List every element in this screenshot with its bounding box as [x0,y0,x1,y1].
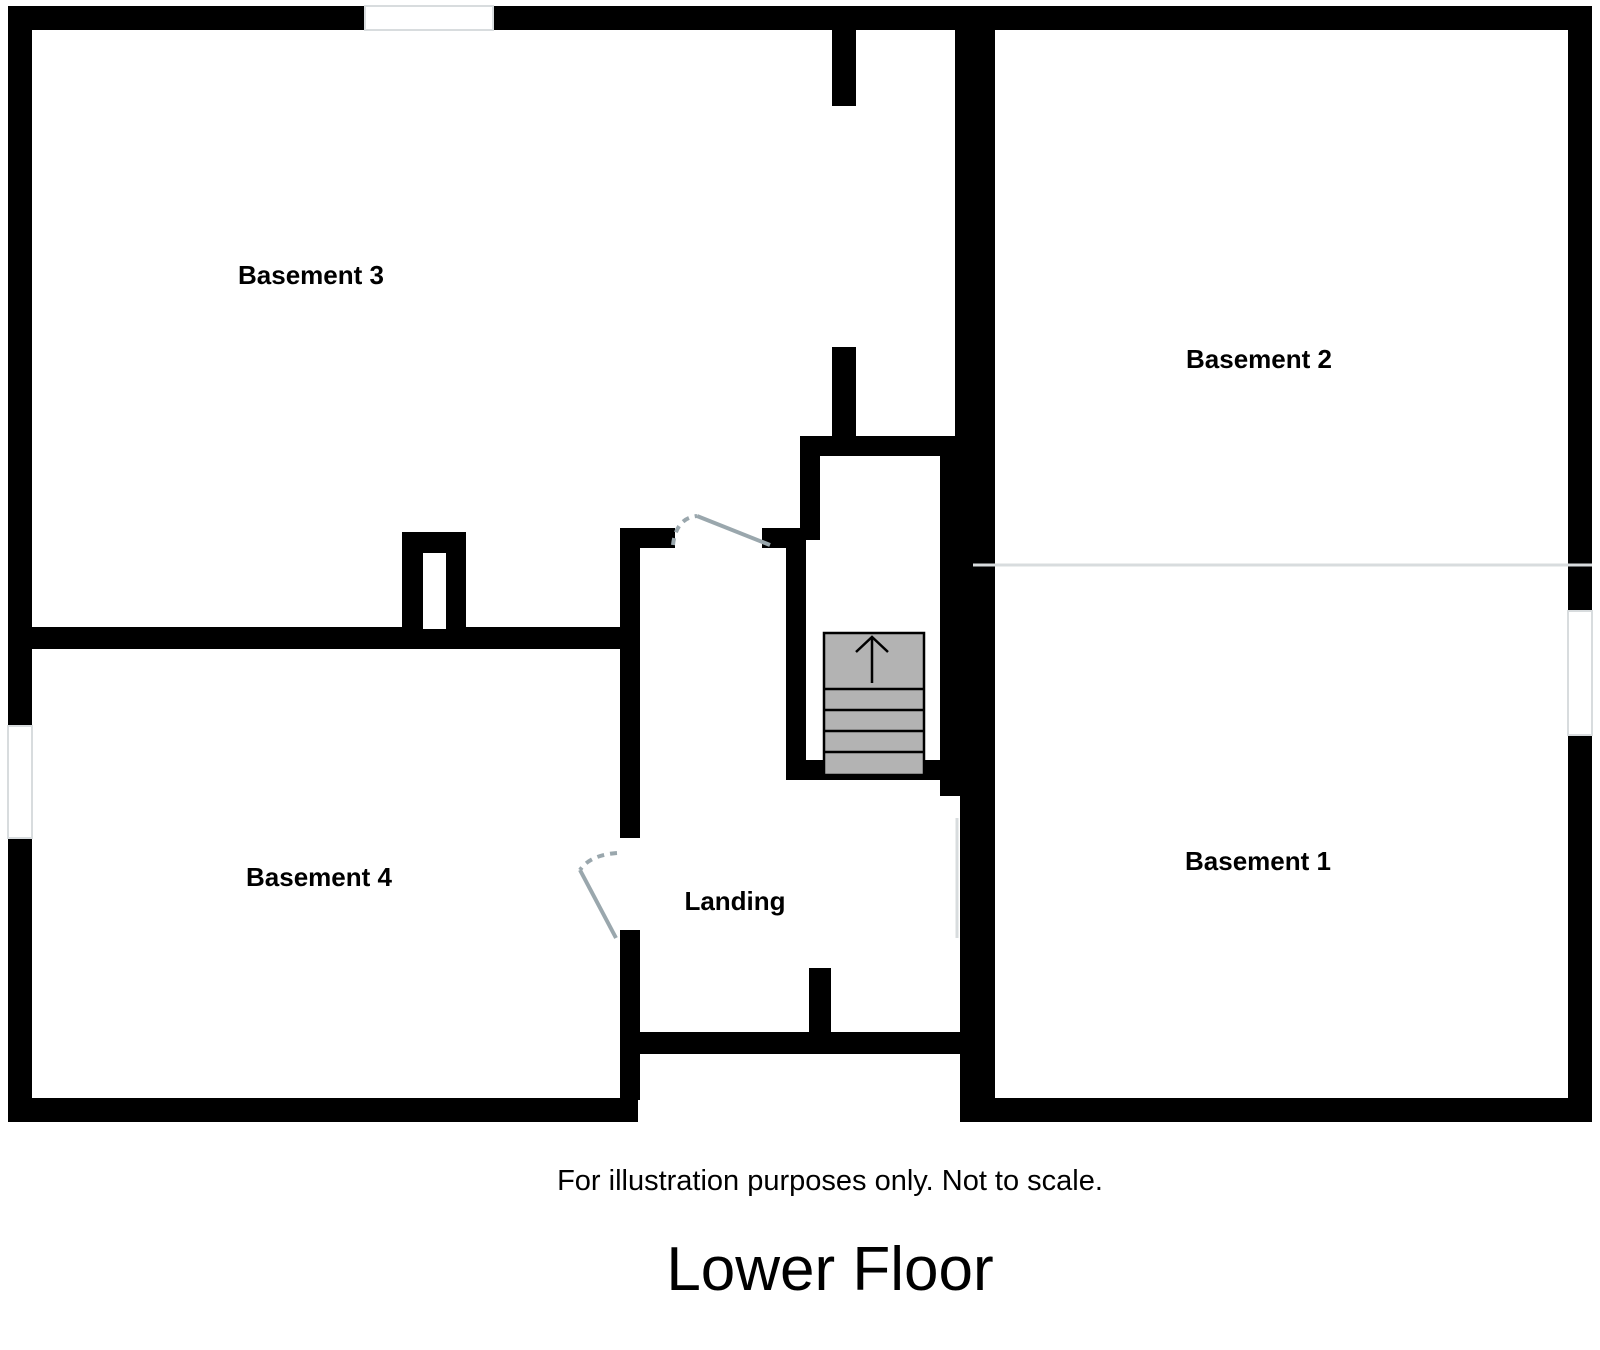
window-right-icon [1567,610,1593,736]
door-basement4-landing [578,851,618,939]
room-label-basement-3: Basement 3 [238,260,384,290]
wall-stairwell-top [800,436,960,456]
wall-exterior-left-upper [8,6,32,726]
stair-up-arrow-icon [855,635,889,683]
wall-landing-bottom [620,1032,980,1054]
door-basement3-landing [671,514,771,547]
room-label-group: Basement 3 Basement 2 Basement 1 Basemen… [238,260,1332,916]
room-label-basement-4: Basement 4 [246,862,392,892]
disclaimer-caption: For illustration purposes only. Not to s… [557,1165,1103,1197]
room-label-landing: Landing [684,886,785,916]
door-leaf-icon [578,869,618,939]
wall-spine-vertical-lower [960,790,995,1122]
room-label-basement-2: Basement 2 [1186,344,1332,374]
wall-exterior-top-right [493,6,1592,30]
window-top-icon [364,5,494,31]
wall-exterior-right-lower [1568,735,1592,1122]
window-left-icon [7,725,33,839]
opening-group [955,563,1592,938]
wall-landing-left-lower [620,930,640,1100]
stair-body [822,631,926,777]
window-group [7,5,1593,839]
door-leaf-icon [696,514,771,547]
wall-spine-vertical-upper [955,6,995,436]
wall-exterior-bottom-left [8,1098,638,1122]
door-group [578,514,771,939]
wall-stub-door-jamb-right [762,528,804,548]
wall-exterior-right-upper [1568,6,1592,611]
wall-stairwell-left-upper [800,436,820,540]
staircase [822,631,926,777]
wall-stub-landing-bottom [809,968,831,1034]
wall-stub-centre-mid [832,347,856,436]
wall-exterior-left-lower [8,838,32,1122]
wall-spine-vertical-stairwell [940,436,995,796]
wall-exterior-bottom-right [960,1098,1592,1122]
wall-basement3-basement4-divider [8,627,640,649]
door-swing-arc-icon [671,514,698,546]
wall-landing-left-upper [620,528,640,838]
room-label-basement-1: Basement 1 [1185,846,1331,876]
wall-stub-top-centre [832,6,856,106]
door-swing-arc-icon [578,851,618,872]
floor-title: Lower Floor [666,1235,993,1304]
wall-exterior-top-left [8,6,365,30]
wall-stairwell-left-lower [786,540,806,780]
wall-group [8,6,1592,1122]
chimney-pillar-void [423,553,446,629]
